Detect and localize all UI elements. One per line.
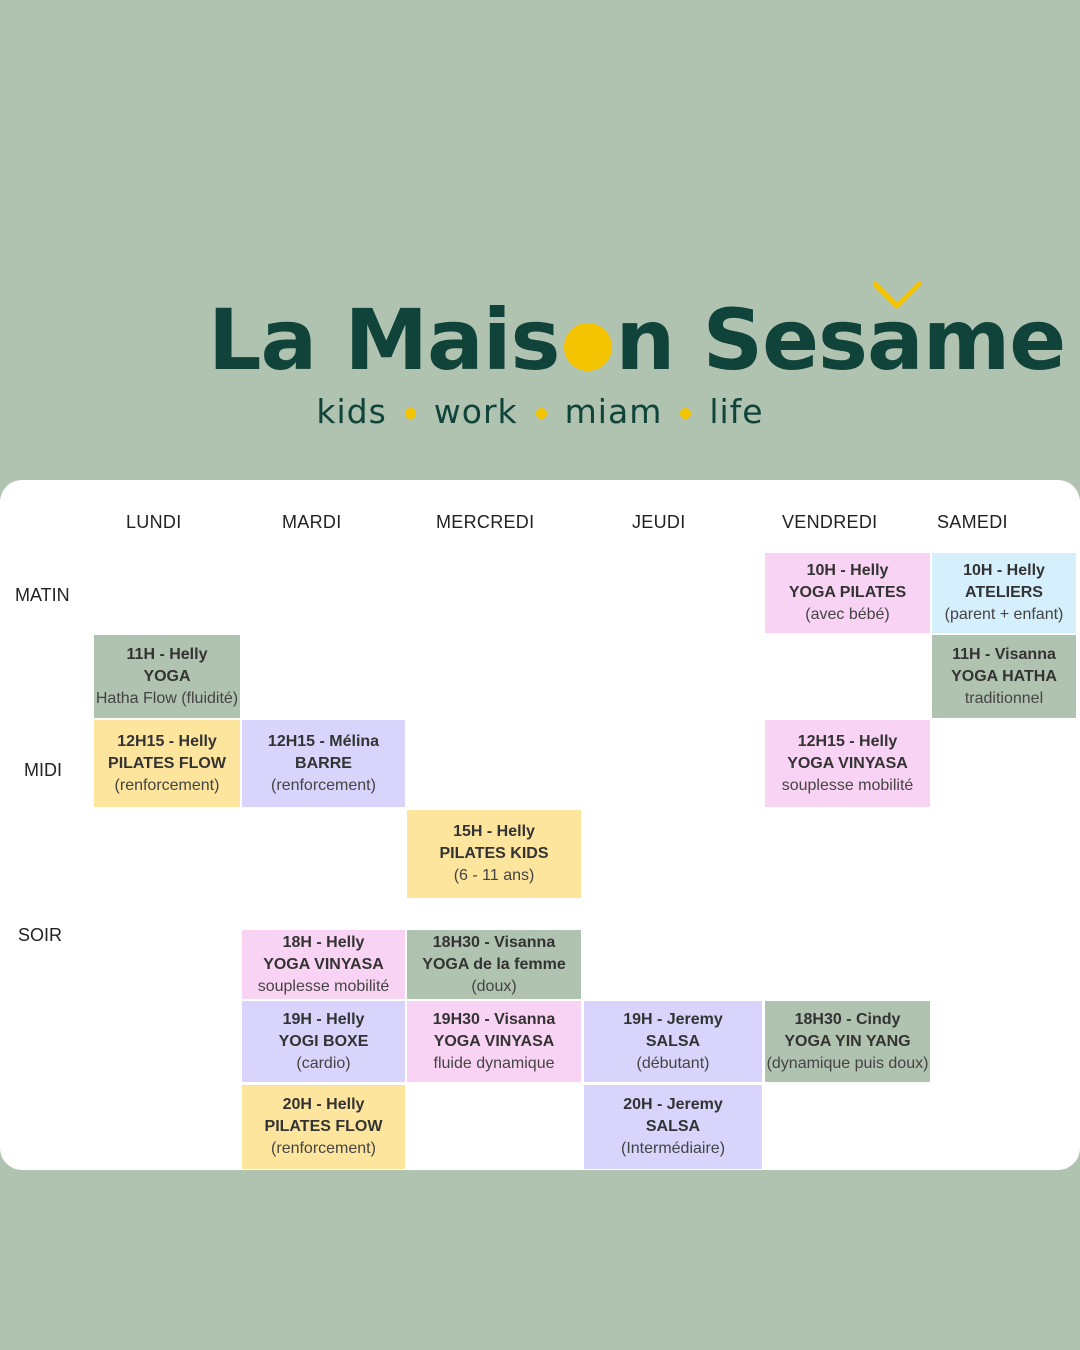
dot-icon (680, 408, 692, 419)
sun-icon (563, 323, 612, 371)
session-time: 10H - Helly (963, 562, 1045, 579)
schedule-card: LUNDI MARDI MERCREDI JEUDI VENDREDI SAME… (0, 480, 1080, 1170)
session-detail: (cardio) (296, 1054, 351, 1072)
session-name: YOGA PILATES (788, 584, 907, 601)
session-name: YOGA de la femme (422, 955, 566, 973)
session-name: ATELIERS (965, 584, 1043, 601)
session-block[interactable]: 12H15 - Helly YOGA VINYASA souplesse mob… (765, 720, 930, 807)
day-header-lundi: LUNDI (126, 512, 182, 532)
session-block[interactable]: 11H - Helly YOGA Hatha Flow (fluidité) (94, 635, 240, 718)
session-block[interactable]: 10H - Helly YOGA PILATES (avec bébé) (765, 553, 930, 633)
session-name: YOGA HATHA (951, 667, 1057, 685)
session-detail: (Intermédiaire) (620, 1140, 726, 1157)
session-time: 10H - Helly (806, 562, 889, 579)
dot-icon (535, 408, 547, 419)
session-name: YOGA YIN YANG (784, 1032, 911, 1050)
day-header-mardi: MARDI (282, 512, 342, 532)
session-name: YOGA VINYASA (433, 1032, 555, 1050)
session-time: 19H30 - Visanna (432, 1010, 556, 1028)
session-time: 11H - Helly (126, 645, 208, 663)
session-detail: (6 - 11 ans) (453, 867, 535, 884)
session-detail: (renforcement) (271, 776, 376, 794)
period-label-matin: MATIN (15, 585, 70, 605)
dot-icon (404, 408, 416, 419)
session-time: 19H - Helly (282, 1010, 365, 1028)
session-time: 18H30 - Cindy (794, 1010, 901, 1028)
brand-title-part: me (922, 291, 1066, 389)
session-detail: fluide dynamique (433, 1054, 555, 1072)
session-detail: (parent + enfant) (944, 606, 1064, 623)
session-name: PILATES FLOW (264, 1118, 383, 1135)
session-time: 15H - Helly (453, 823, 535, 840)
period-label-midi: MIDI (24, 760, 62, 780)
session-block[interactable]: 12H15 - Helly PILATES FLOW (renforcement… (94, 720, 240, 807)
session-detail: (dynamique puis doux) (766, 1054, 929, 1072)
day-header-samedi: SAMEDI (937, 512, 1008, 532)
session-block[interactable]: 10H - Helly ATELIERS (parent + enfant) (932, 553, 1076, 633)
tagline-word: miam (564, 392, 663, 431)
session-name: BARRE (295, 754, 352, 772)
session-time: 20H - Helly (282, 1096, 365, 1113)
session-block[interactable]: 11H - Visanna YOGA HATHA traditionnel (932, 635, 1076, 718)
tagline-word: work (433, 392, 518, 431)
session-time: 18H30 - Visanna (432, 933, 556, 951)
session-block[interactable]: 12H15 - Mélina BARRE (renforcement) (242, 720, 405, 807)
session-detail: Hatha Flow (fluidité) (95, 689, 239, 707)
period-label-soir: SOIR (18, 925, 63, 945)
session-name: SALSA (645, 1032, 701, 1050)
session-name: PILATES FLOW (108, 754, 226, 772)
day-header-vendredi: VENDREDI (782, 512, 878, 532)
session-time: 18H - Helly (282, 933, 365, 951)
brand-title-part: n Ses (615, 291, 869, 389)
brand-tagline: kids work miam life (0, 392, 1080, 431)
session-detail: souplesse mobilité (257, 977, 390, 995)
session-name: PILATES KIDS (439, 845, 549, 862)
tagline-word: life (709, 392, 764, 431)
session-block[interactable]: 19H30 - Visanna YOGA VINYASA fluide dyna… (407, 1001, 581, 1082)
session-time: 11H - Visanna (952, 645, 1056, 663)
session-time: 12H15 - Helly (797, 732, 898, 750)
session-detail: (doux) (471, 977, 517, 995)
session-block[interactable]: 19H - Jeremy SALSA (débutant) (584, 1001, 762, 1082)
session-time: 12H15 - Helly (117, 732, 217, 750)
session-detail: traditionnel (964, 689, 1044, 707)
session-name: YOGI BOXE (278, 1032, 369, 1050)
brand-accent-letter: a (867, 282, 924, 382)
tagline-word: kids (316, 392, 387, 431)
session-block[interactable]: 20H - Jeremy SALSA (Intermédiaire) (584, 1085, 762, 1169)
session-detail: (renforcement) (114, 776, 220, 794)
session-block[interactable]: 18H30 - Visanna YOGA de la femme (doux) (407, 930, 581, 999)
session-name: SALSA (645, 1118, 701, 1135)
session-detail: souplesse mobilité (781, 776, 914, 794)
session-detail: (débutant) (636, 1054, 710, 1072)
session-time: 12H15 - Mélina (267, 732, 380, 750)
session-time: 19H - Jeremy (623, 1010, 723, 1028)
session-detail: (avec bébé) (805, 606, 890, 623)
day-header-mercredi: MERCREDI (436, 512, 535, 532)
session-name: YOGA VINYASA (787, 754, 908, 772)
session-block[interactable]: 18H - Helly YOGA VINYASA souplesse mobil… (242, 930, 405, 999)
day-header-jeudi: JEUDI (632, 512, 686, 532)
session-block[interactable]: 20H - Helly PILATES FLOW (renforcement) (242, 1085, 405, 1169)
session-time: 20H - Jeremy (623, 1096, 723, 1113)
session-block[interactable]: 19H - Helly YOGI BOXE (cardio) (242, 1001, 405, 1082)
brand-title-part: La Mais (208, 291, 561, 389)
session-block[interactable]: 18H30 - Cindy YOGA YIN YANG (dynamique p… (765, 1001, 930, 1082)
chevron-accent-icon (873, 282, 922, 309)
session-block[interactable]: 15H - Helly PILATES KIDS (6 - 11 ans) (407, 810, 581, 898)
session-name: YOGA VINYASA (263, 955, 384, 973)
session-name: YOGA (143, 667, 191, 685)
session-detail: (renforcement) (271, 1140, 376, 1157)
